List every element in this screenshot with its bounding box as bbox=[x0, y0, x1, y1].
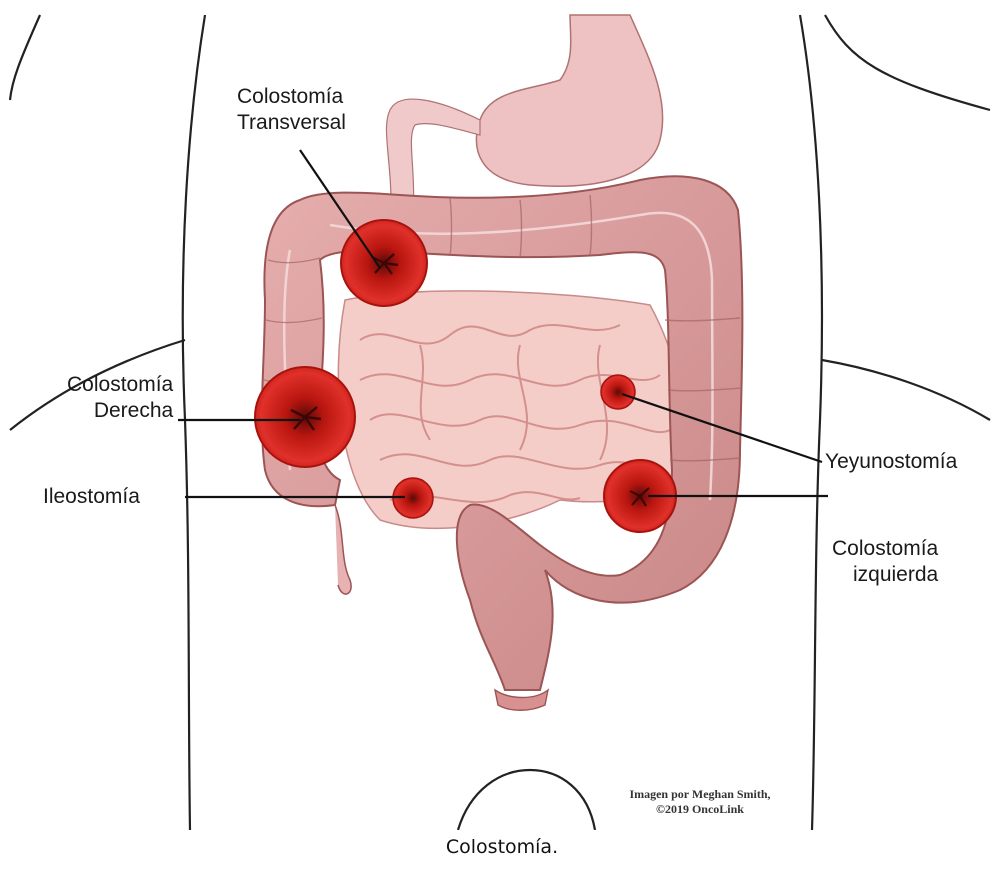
credit-line: ©2019 OncoLink bbox=[600, 802, 800, 817]
label-line: izquierda bbox=[832, 562, 938, 588]
stoma-yeyunostomia bbox=[601, 375, 635, 409]
stoma-derecha bbox=[255, 367, 355, 467]
image-credit: Imagen por Meghan Smith, ©2019 OncoLink bbox=[600, 787, 800, 817]
label-colostomia-izquierda: Colostomía izquierda bbox=[832, 536, 938, 588]
credit-line: Imagen por Meghan Smith, bbox=[600, 787, 800, 802]
label-line: Colostomía bbox=[237, 84, 346, 110]
label-line: Colostomía bbox=[832, 536, 938, 562]
stoma-transversal bbox=[341, 220, 427, 306]
label-line: Derecha bbox=[67, 398, 173, 424]
label-colostomia-transversal: Colostomía Transversal bbox=[237, 84, 346, 136]
label-ileostomia: Ileostomía bbox=[43, 484, 140, 510]
label-line: Transversal bbox=[237, 110, 346, 136]
label-line: Colostomía bbox=[67, 372, 173, 398]
label-colostomia-derecha: Colostomía Derecha bbox=[67, 372, 173, 424]
label-yeyunostomia: Yeyunostomía bbox=[825, 449, 957, 475]
figure-caption: Colostomía. bbox=[0, 836, 1004, 858]
